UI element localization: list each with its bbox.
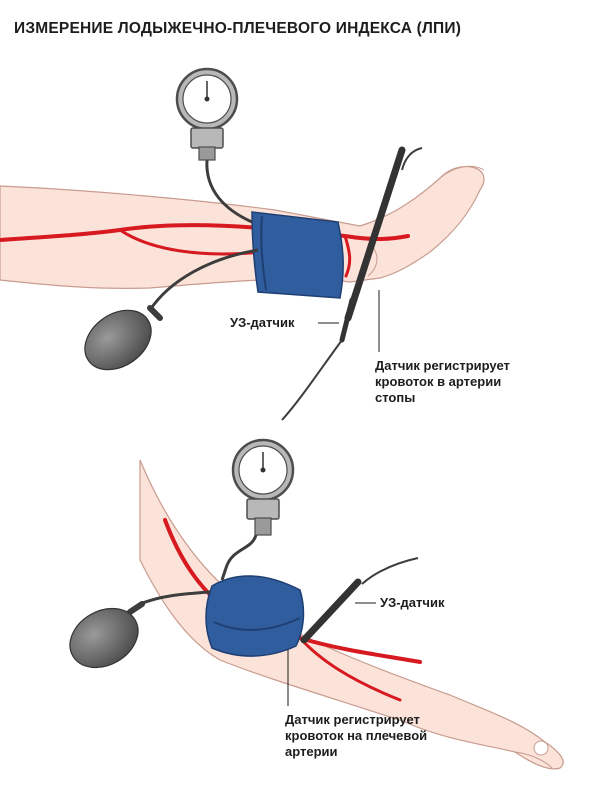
arm-probe-label: УЗ-датчик <box>380 595 445 610</box>
leg-cuff <box>251 211 344 299</box>
leg-probe <box>281 146 423 421</box>
page-title: ИЗМЕРЕНИЕ ЛОДЫЖЕЧНО-ПЛЕЧЕВОГО ИНДЕКСА (Л… <box>14 20 462 37</box>
arm-bulb <box>69 601 145 669</box>
arm-cuff <box>205 575 305 657</box>
leg-gauge <box>175 67 239 161</box>
leg-probe-label: УЗ-датчик <box>230 315 295 330</box>
arm-probe <box>300 557 419 644</box>
arm-gauge <box>231 438 295 536</box>
leg-bulb <box>84 305 163 371</box>
arm-sensor-description: Датчик регистрирует кровоток на плечевой… <box>285 712 428 759</box>
leg-tubes <box>148 159 259 311</box>
arm-tubes <box>139 534 258 606</box>
leg-sensor-description: Датчик регистрирует кровоток в артерии с… <box>375 358 510 405</box>
